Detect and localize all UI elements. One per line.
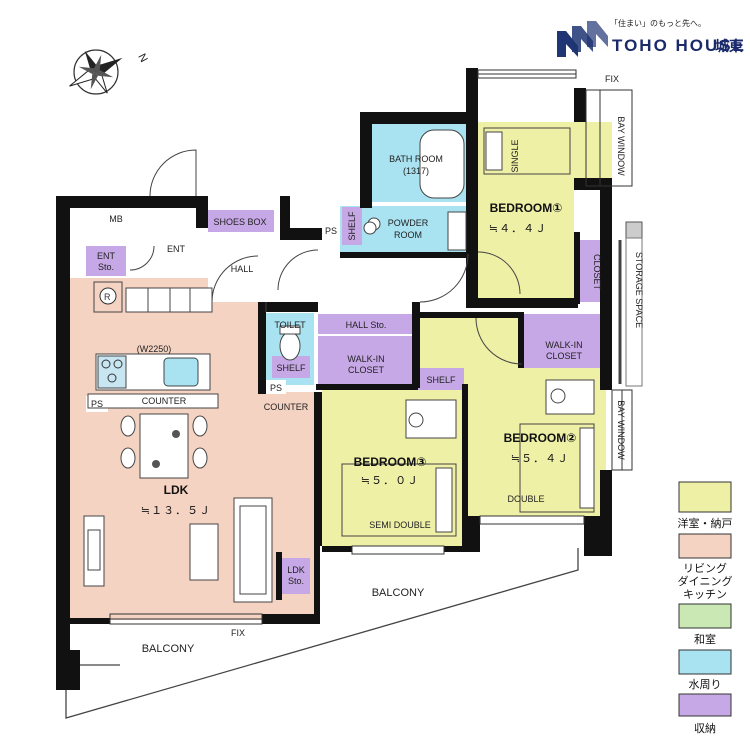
door-swings — [129, 149, 523, 365]
bedroom2-bed-label: DOUBLE — [507, 494, 544, 504]
legend-swatch-living — [678, 533, 732, 559]
ent-label: ENT — [167, 244, 186, 254]
living-furniture — [83, 497, 273, 603]
wic2-label-line2: CLOSET — [546, 351, 583, 361]
legend-swatch-wet — [678, 649, 732, 675]
ps2-area — [266, 380, 286, 394]
balcony-label-left: BALCONY — [142, 643, 195, 655]
kitchen-counter-label: COUNTER — [142, 396, 187, 406]
storage-space-label: STORAGE SPACE — [634, 252, 644, 328]
bedroom3-label: BEDROOM③ — [354, 455, 427, 469]
hall-label: HALL — [231, 264, 254, 274]
company-logo: 「住まい」のもっと先へ。 TOHO HOUSE 城東 — [557, 18, 746, 57]
ent-sto-label-line1: ENT — [97, 251, 116, 261]
logo-brand: TOHO HOUSE — [612, 36, 746, 55]
shoes-box-area — [208, 210, 274, 232]
wic2-label-line1: WALK-IN — [545, 340, 582, 350]
shelf-bed3-area — [418, 368, 464, 390]
logo-mark-icon — [557, 21, 608, 57]
ldk-area-label: ≒１３．５Ｊ — [141, 505, 211, 517]
wic2-area — [522, 314, 608, 368]
legend-label-living-1: リビング — [683, 561, 727, 575]
bath-size-label: (1317) — [403, 166, 429, 176]
bedroom1-bed-label: SINGLE — [510, 139, 520, 172]
powder-label-line2: ROOM — [394, 230, 422, 240]
ldk-label: LDK — [164, 483, 189, 497]
svg-text:R: R — [104, 292, 111, 302]
powder-label-line1: POWDER — [388, 218, 429, 228]
ent-sto-label-line2: Sto. — [98, 262, 114, 272]
shelf-bed3-label: SHELF — [426, 375, 456, 385]
closet1-label: CLOSET — [592, 254, 602, 291]
toilet-label: TOILET — [274, 320, 306, 330]
bath-label: BATH ROOM — [389, 154, 443, 164]
ent-sto-area — [86, 246, 126, 276]
legend-label-western: 洋室・納戸 — [678, 516, 733, 530]
bedroom1-label: BEDROOM① — [490, 201, 563, 215]
wic3-label-line2: CLOSET — [348, 365, 385, 375]
legend-label-living-3: キッチン — [683, 588, 727, 601]
bay-window-label-bottom: BAY WINDOW — [616, 400, 626, 460]
bay-window-label-top: BAY WINDOW — [616, 116, 626, 176]
fridge-icon — [99, 287, 117, 305]
fix-label-top: FIX — [605, 74, 619, 84]
mb-label: MB — [109, 214, 123, 224]
legend: 洋室・納戸 リビング ダイニング キッチン 和室 水周り 収納 — [678, 481, 733, 735]
hall-counter-label: COUNTER — [264, 402, 309, 412]
balcony-label-right: BALCONY — [372, 587, 425, 599]
fix-label-bottom: FIX — [231, 628, 245, 638]
dining-table — [120, 413, 208, 479]
kitchen-width-label: (W2250) — [137, 344, 172, 354]
wic3-label-line1: WALK-IN — [347, 354, 384, 364]
bedroom-furniture — [341, 127, 595, 537]
shelf-powder-area — [342, 207, 362, 245]
closet1-area — [578, 240, 604, 302]
shoes-box-label: SHOES BOX — [213, 217, 266, 227]
legend-label-japanese: 和室 — [694, 632, 716, 646]
ps-label-hall: PS — [270, 383, 282, 393]
compass-north-label: N — [135, 52, 149, 65]
hall-sto-label: HALL Sto. — [346, 320, 387, 330]
logo-branch: 城東 — [715, 38, 743, 54]
stove-icon — [97, 355, 127, 389]
hall-sto-area — [318, 314, 414, 334]
bedroom3-bed-label: SEMI DOUBLE — [369, 520, 431, 530]
legend-swatch-western — [678, 481, 732, 513]
ldk-sto-area — [282, 558, 310, 594]
shelf-toilet-label: SHELF — [276, 363, 306, 373]
shelf-powder-label: SHELF — [347, 211, 357, 241]
logo-tagline: 「住まい」のもっと先へ。 — [610, 18, 706, 28]
ldk-sto-label-line2: Sto. — [288, 576, 304, 586]
ps-label-powder: PS — [325, 226, 337, 236]
legend-swatch-japanese — [678, 603, 732, 629]
legend-label-storage: 収納 — [694, 722, 716, 735]
legend-label-living-2: ダイニング — [678, 574, 733, 588]
legend-swatch-storage — [678, 693, 732, 717]
wic3-area — [318, 336, 414, 384]
bedroom1-area-label: ≒４．４Ｊ — [489, 223, 547, 235]
bedroom2-area-label: ≒５．４Ｊ — [511, 453, 569, 465]
compass-icon — [69, 49, 123, 95]
ps3-area — [322, 222, 340, 240]
bedroom3-area-label: ≒５．０Ｊ — [361, 475, 419, 487]
legend-label-wet: 水周り — [689, 678, 722, 691]
ps-label-ldk: PS — [91, 399, 103, 409]
walls — [56, 68, 612, 690]
windows — [109, 69, 643, 625]
sink-icon — [163, 357, 199, 387]
ldk-sto-label-line1: LDK — [287, 565, 305, 575]
wet-fixtures — [279, 129, 467, 361]
shelf-toilet-area — [272, 356, 310, 378]
kitchen: R — [87, 281, 219, 409]
bedroom2-label: BEDROOM② — [504, 431, 577, 445]
